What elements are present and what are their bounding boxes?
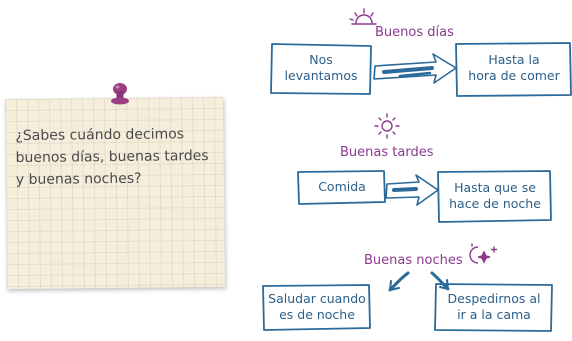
box-hasta-la-hora-de-comer: Hasta la hora de comer bbox=[457, 52, 571, 84]
note-line: buenos días, buenas tardes bbox=[15, 148, 209, 167]
box-comida: Comida bbox=[299, 179, 385, 195]
sticky-note: ¿Sabes cuándo decimos buenos días, buena… bbox=[5, 96, 225, 290]
box-line: Hasta que se bbox=[454, 180, 536, 195]
box-line: Hasta la bbox=[488, 52, 540, 67]
sun-icon bbox=[374, 113, 400, 139]
note-question: ¿Sabes cuándo decimos buenos días, buena… bbox=[15, 123, 221, 191]
box-saludar-cuando-es-de-noche: Saludar cuando es de noche bbox=[264, 291, 370, 323]
box-line: ir a la cama bbox=[457, 307, 531, 322]
box-nos-levantamos: Nos levantamos bbox=[272, 52, 370, 84]
pushpin-icon bbox=[111, 83, 129, 105]
box-hasta-que-se-hace-de-noche: Hasta que se hace de noche bbox=[439, 180, 551, 212]
note-line: y buenas noches? bbox=[15, 170, 142, 189]
heading-buenas-noches: Buenas noches bbox=[364, 253, 463, 268]
box-despedirnos-al-ir-a-la-cama: Despedirnos al ir a la cama bbox=[436, 291, 552, 323]
box-line: hora de comer bbox=[468, 68, 560, 83]
diagram-shapes bbox=[262, 8, 572, 332]
heading-buenos-dias: Buenos días bbox=[375, 25, 454, 40]
box-line: hace de noche bbox=[449, 196, 541, 211]
moon-stars-icon bbox=[469, 243, 498, 264]
sunrise-icon bbox=[349, 8, 377, 25]
box-line: levantamos bbox=[284, 68, 358, 83]
box-line: Nos bbox=[309, 52, 333, 67]
greetings-diagram: Buenos días Buenas tardes Buenas noches … bbox=[250, 0, 572, 341]
box-line: es de noche bbox=[279, 307, 355, 322]
note-line: ¿Sabes cuándo decimos bbox=[15, 126, 185, 145]
box-line: Saludar cuando bbox=[268, 291, 366, 306]
box-line: Despedirnos al bbox=[447, 291, 541, 306]
heading-buenas-tardes: Buenas tardes bbox=[340, 145, 434, 160]
box-line: Comida bbox=[318, 179, 366, 194]
